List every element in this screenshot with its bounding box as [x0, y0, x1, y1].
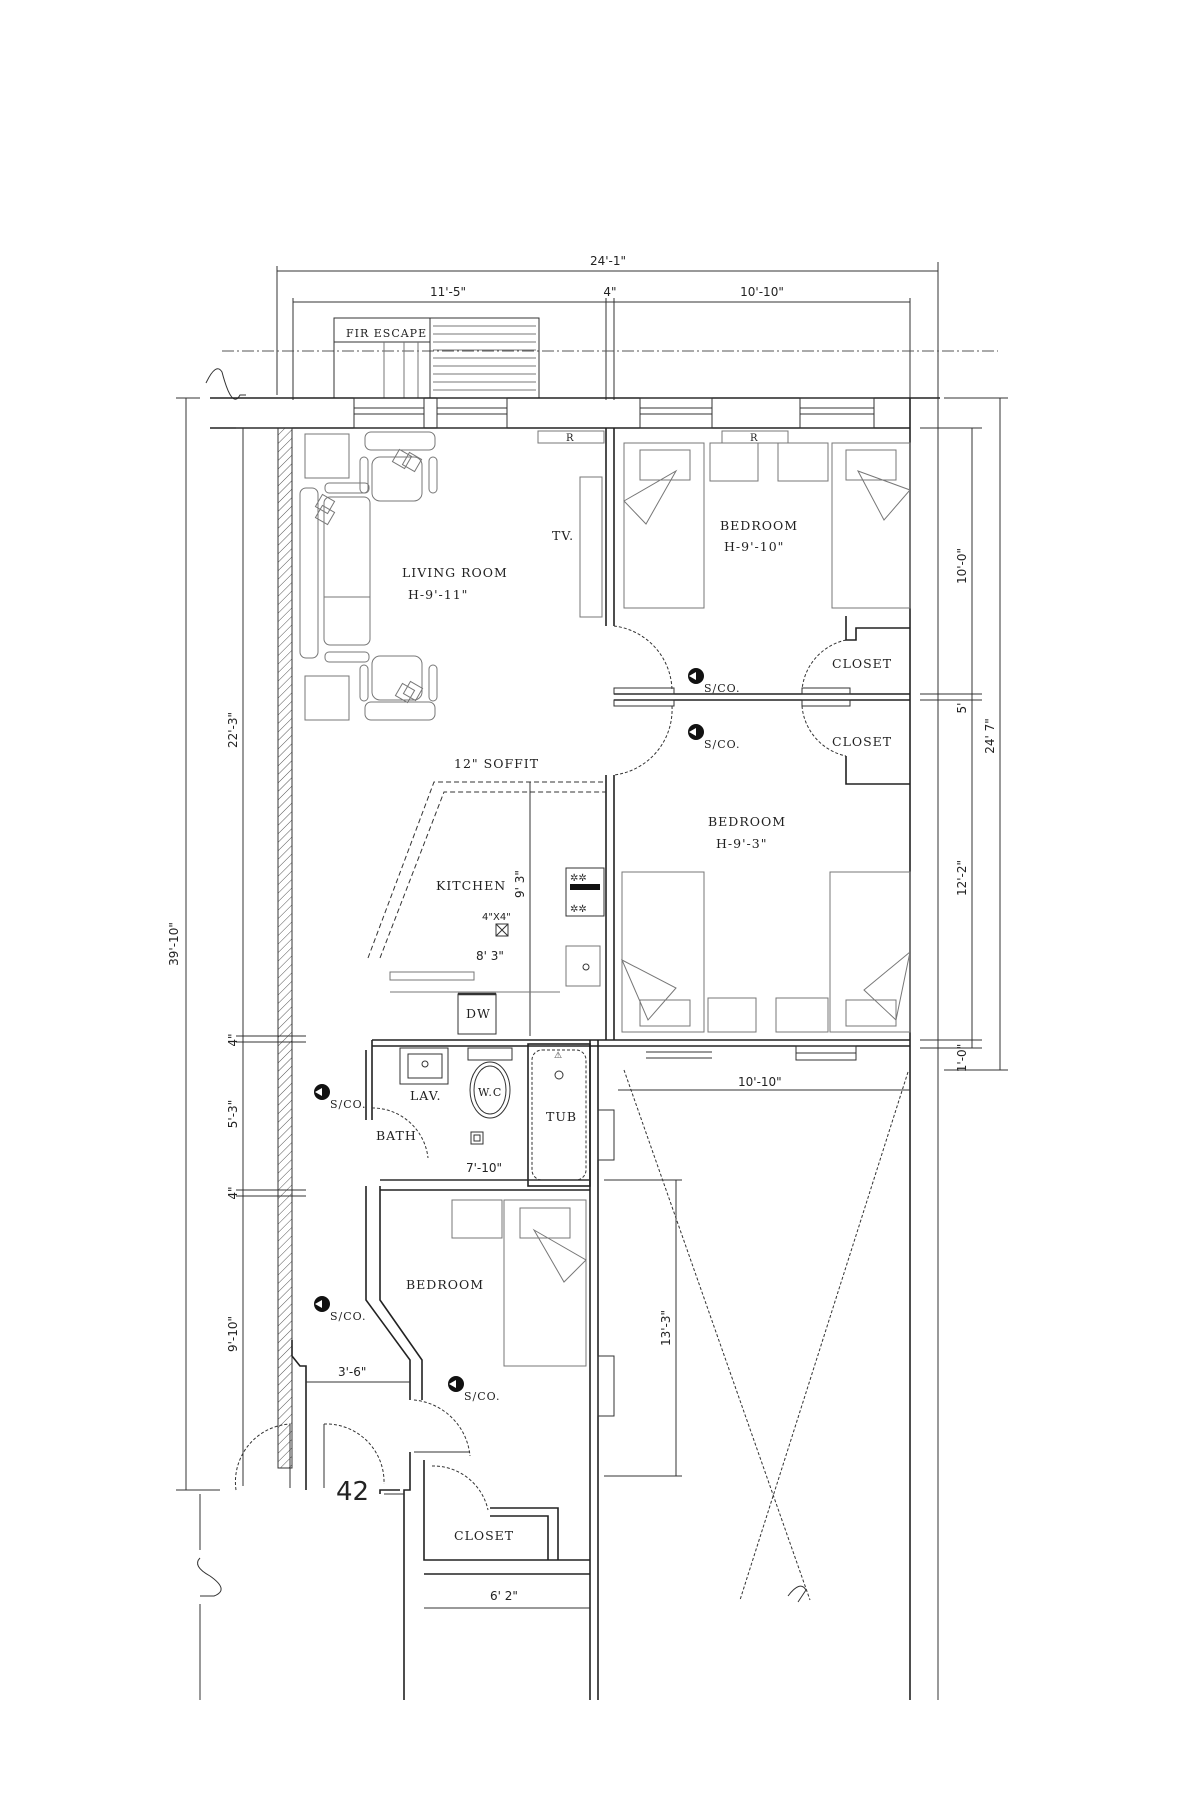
window [597, 1355, 615, 1417]
kitchen-sink-icon [565, 945, 601, 987]
window [799, 397, 875, 429]
vent-icon [495, 923, 509, 937]
living-room-height: H-9'-11" [408, 587, 468, 602]
fire-escape-label: FIR ESCAPE [346, 327, 427, 340]
dim-right-closets: 5' [955, 703, 969, 714]
top-dimensions: 24'-1" 11'-5" 4" 10'-10" [222, 254, 998, 400]
bedroom-1-height: H-9'-10" [724, 539, 784, 554]
fire-escape: FIR ESCAPE [333, 317, 540, 399]
kitchen: 12" SOFFIT KITCHEN 9' 3" 4"X4" 8' 3" ✲✲ … [367, 756, 606, 1036]
dim-left-wall-1: 4" [226, 1033, 240, 1046]
dim-top-left: 11'-5" [430, 285, 466, 299]
bedroom-1-label: BEDROOM [720, 518, 798, 533]
stove-icon [565, 867, 605, 917]
tub [527, 1043, 591, 1187]
entry-door-right [323, 1423, 385, 1485]
dim-right-wall: 1'-0" [955, 1044, 969, 1072]
dim-left-overall: 39'-10" [167, 922, 181, 966]
dim-left-upper: 22'-3" [226, 712, 240, 748]
svg-text:S/CO.: S/CO. [330, 1098, 367, 1111]
bath-label: BATH [376, 1128, 417, 1143]
radiator [537, 430, 605, 444]
kitchen-width: 8' 3" [476, 949, 504, 963]
bedroom-3-label: BEDROOM [406, 1277, 484, 1292]
svg-text:S/CO.: S/CO. [330, 1310, 367, 1323]
yard-depth: 13'-3" [659, 1310, 673, 1346]
svg-text:S/CO.: S/CO. [704, 738, 741, 751]
living-room-label: LIVING ROOM [402, 565, 508, 580]
kitchen-vent-size: 4"X4" [482, 912, 511, 923]
bedroom-2-label: BEDROOM [708, 814, 786, 829]
radiator-label-1: R [566, 433, 575, 444]
walls [210, 397, 940, 1700]
dim-top-wall: 4" [603, 285, 616, 299]
smoke-co-detector-icon: S/CO. [448, 1376, 501, 1403]
window [353, 397, 425, 429]
closet-2-label: CLOSET [832, 734, 892, 749]
smoke-co-detector-icon: S/CO. [688, 668, 741, 695]
dim-top-overall: 24'-1" [590, 254, 626, 268]
dim-right-bedroom-2: 12'-2" [955, 860, 969, 896]
tv-label: TV. [552, 528, 574, 543]
unit-number: 42 [336, 1477, 369, 1507]
lavatory-label: LAV. [410, 1088, 442, 1103]
toilet-label: W.C [478, 1086, 502, 1099]
closet-width: 6' 2" [490, 1589, 518, 1603]
bed [621, 871, 705, 1033]
smoke-co-detector-icon: S/CO. [688, 724, 741, 751]
kitchen-depth: 9' 3" [513, 870, 527, 898]
yard: 10'-10" 13'-3" [604, 1069, 910, 1603]
break-line-top [205, 368, 246, 400]
bedroom-3: BEDROOM 3'-6" [306, 1199, 587, 1457]
toilet-icon [469, 1061, 511, 1119]
doors[interactable] [613, 616, 910, 785]
bed [831, 442, 911, 609]
left-dimensions: 39'-10" 22'-3" 4" 5'-3" 4" 9'-10" [167, 397, 306, 1491]
dim-left-bath: 5'-3" [226, 1100, 240, 1128]
bath: LAV. W.C ⚠ TUB BATH 7'-10" [371, 1043, 591, 1187]
radiator [721, 430, 789, 444]
svg-text:✲✲: ✲✲ [570, 873, 587, 884]
smoke-detectors: S/CO. S/CO. S/CO. S/CO. S/CO. [314, 668, 741, 1403]
break-line-bottom [197, 1557, 222, 1597]
svg-text:⚠: ⚠ [554, 1051, 562, 1061]
bath-width: 7'-10" [466, 1161, 502, 1175]
bed [503, 1199, 587, 1367]
soffit-label: 12" SOFFIT [454, 756, 539, 771]
smoke-co-detector-icon: S/CO. [314, 1296, 367, 1323]
right-dimensions: 10'-0" 5' 12'-2" 1'-0" 24' 7" [920, 397, 1008, 1072]
dim-right-bedroom-1: 10'-0" [955, 548, 969, 584]
dim-right-overall: 24' 7" [983, 718, 997, 754]
dim-left-lower: 9'-10" [226, 1316, 240, 1352]
bedroom-1: R BEDROOM H-9'-10" [623, 430, 911, 609]
closet-1-label: CLOSET [832, 656, 892, 671]
entry-door-left [234, 1423, 291, 1491]
dim-top-right: 10'-10" [740, 285, 784, 299]
closet-3-label: CLOSET [454, 1528, 514, 1543]
bedroom-2: BEDROOM H-9'-3" [620, 814, 911, 1033]
window [436, 397, 508, 429]
radiator-label-2: R [750, 433, 759, 444]
dim-left-wall-2: 4" [226, 1186, 240, 1199]
svg-text:✲✲: ✲✲ [570, 904, 587, 915]
kitchen-label: KITCHEN [436, 878, 506, 893]
smoke-co-detector-icon: S/CO. [314, 1084, 367, 1111]
floor-drain-icon [470, 1131, 484, 1145]
dishwasher-label: DW [466, 1006, 491, 1021]
bed [623, 442, 705, 609]
hall-width: 3'-6" [338, 1365, 366, 1379]
lavatory-icon [399, 1047, 449, 1085]
svg-text:S/CO.: S/CO. [704, 682, 741, 695]
bedroom-2-height: H-9'-3" [716, 836, 767, 851]
window [639, 397, 713, 429]
yard-width: 10'-10" [738, 1075, 782, 1089]
tub-label: TUB [546, 1109, 577, 1124]
svg-text:S/CO.: S/CO. [464, 1390, 501, 1403]
living-room: TV. R LIVING ROOM H-9'-11" [299, 430, 605, 721]
window [597, 1109, 615, 1161]
entry: 42 [199, 1423, 404, 1700]
closet-3: CLOSET 6' 2" [424, 1465, 590, 1609]
